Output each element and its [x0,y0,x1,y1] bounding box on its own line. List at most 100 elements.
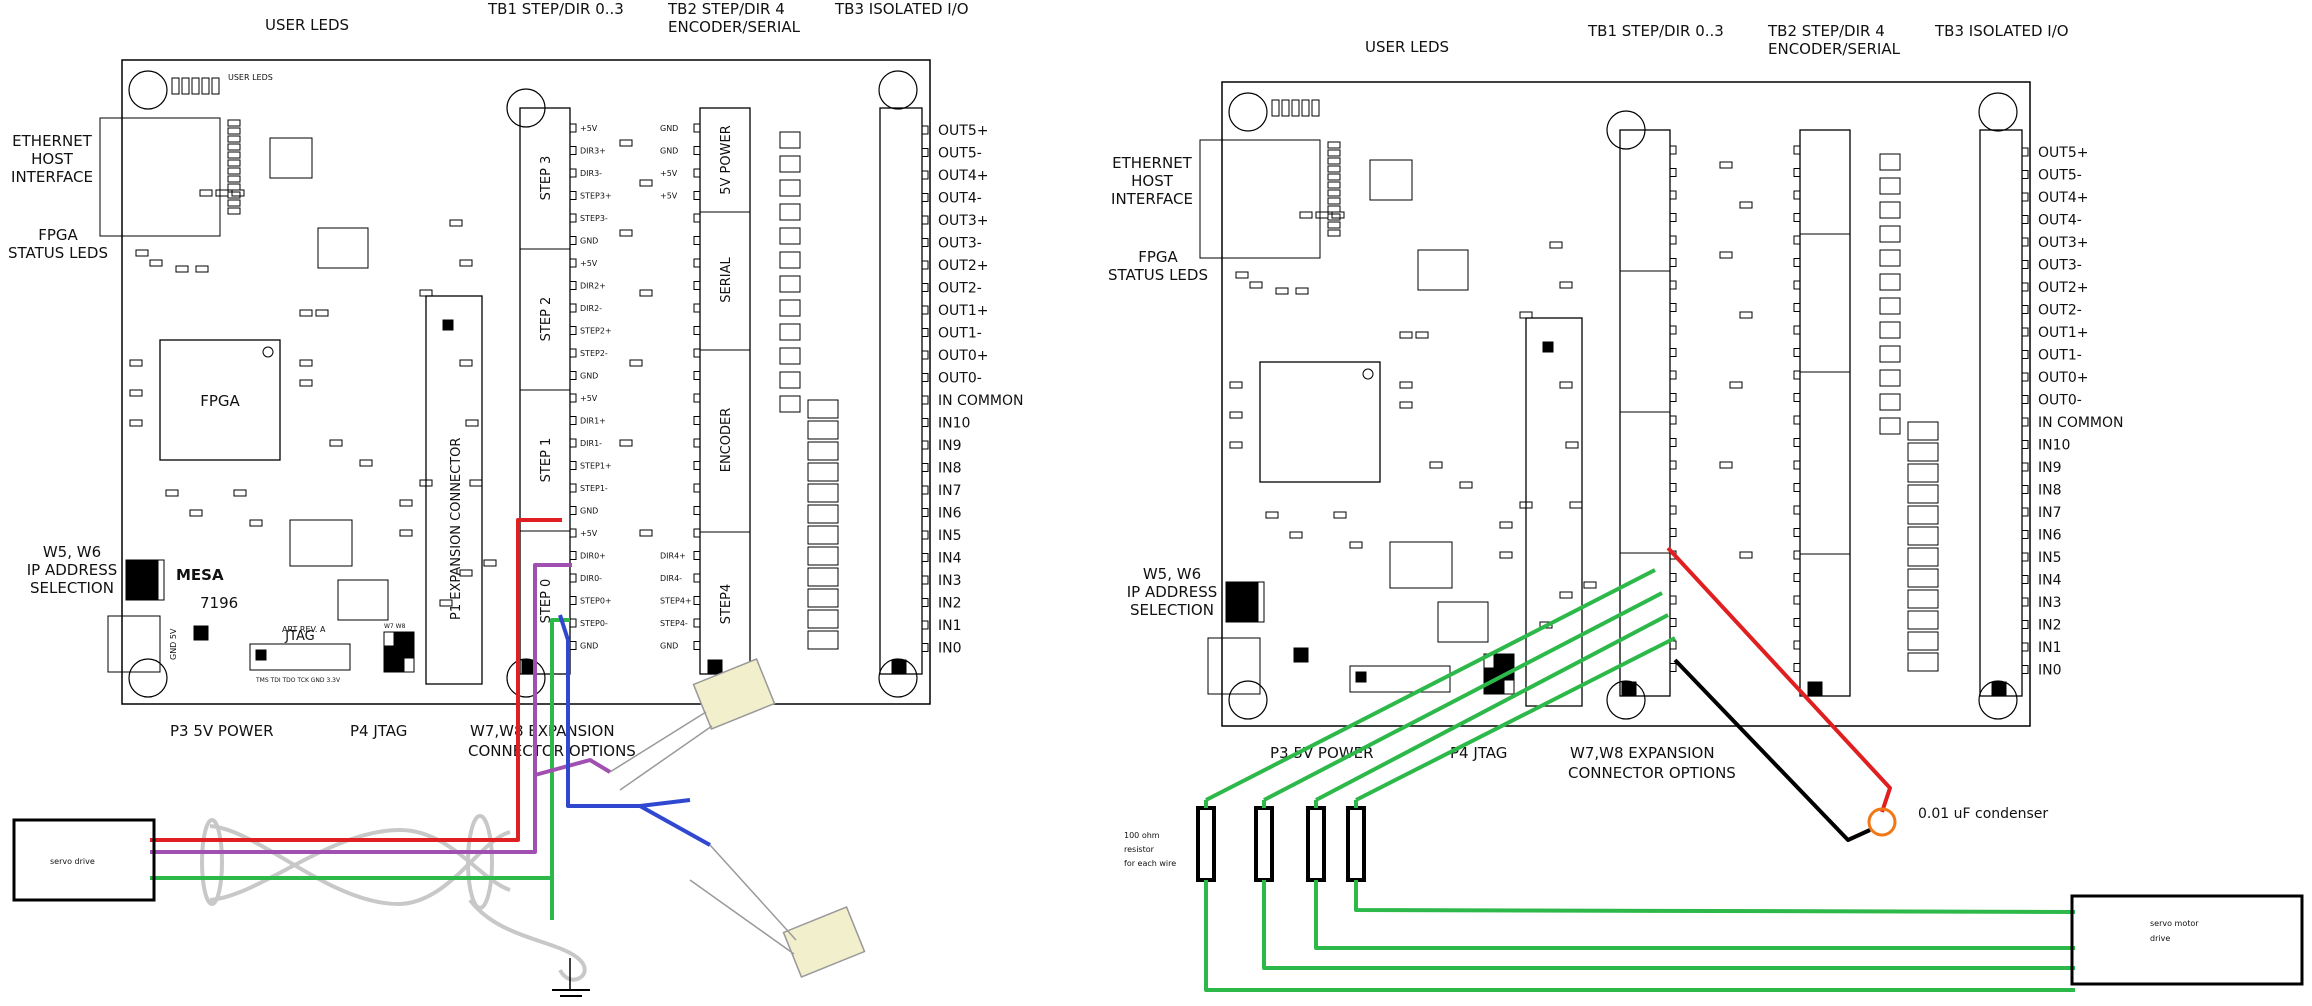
right-label-w5w6: W5, W6 [1143,565,1201,583]
right-component [1583,581,1597,589]
left-user-led [181,77,190,95]
right-component [1719,461,1733,469]
right-tb1-pin [1669,168,1677,177]
right-tb3-pin [2021,417,2029,427]
left-tb2-pin [693,551,701,560]
left-component [233,489,247,497]
right-tb3-pin [2021,282,2029,292]
right-optocoupler [1907,526,1939,546]
left-component [129,359,143,367]
left-tb2-pin [693,596,701,605]
right-tb3-pin [2021,372,2029,382]
left-io-pin-12: IN COMMON [938,393,1024,409]
right-user-led [1301,99,1310,117]
left-tb1-pin [569,461,577,470]
left-tb3-pin [921,328,929,337]
right-tb2-pin [1793,190,1801,200]
capacitor-lead [689,879,795,955]
right-component [1729,381,1743,389]
left-tb2-pin-label: STEP4+ [660,597,692,606]
right-tb3-pin [2021,507,2029,517]
capacitor-lead [619,725,713,791]
right-tb1-pin [1669,235,1677,245]
left-component [199,189,213,197]
right-chip [1417,249,1469,291]
right-p3-pin [1293,647,1309,663]
left-tb3-pin [921,530,929,540]
right-tb3-pin [2021,597,2029,607]
left-led-pad [227,143,241,151]
left-led-pad [227,167,241,175]
cable-ring [466,814,494,910]
right-component [1739,201,1753,209]
left-wiring: servo drive [12,518,866,997]
right-chip [1369,159,1413,201]
right-io-pin-18: IN5 [2038,550,2062,566]
left-caption-w7w8: W7,W8 EXPANSION [470,722,615,740]
right-component [1229,411,1243,419]
right-tb2-pin [1793,280,1801,290]
left-caption-p4: P4 JTAG [350,722,407,740]
right-tb2-pin [1793,595,1801,605]
right-component [1739,311,1753,319]
right-tb3-pin [2021,327,2029,337]
left-tb1-pin-label: +5V [580,124,598,133]
left-optocoupler [807,420,839,440]
left-caption-p3: P3 5V POWER [170,722,274,740]
left-tb2-pin [693,168,701,178]
right-tb1-pin [1669,505,1677,515]
resistor-2 [1306,806,1326,882]
cable-ring [200,818,224,906]
right-servo-motor-label: servo motor [2150,919,2199,928]
left-tb3-terminal [879,107,923,675]
right-tb3-pin [2021,575,2029,584]
left-tb1-pin [569,123,577,133]
right-io-pin-9: OUT1- [2038,348,2082,364]
left-output-driver [779,155,801,173]
right-output-driver [1879,273,1901,291]
left-tb2-block-label: SERIAL [719,257,734,303]
left-io-pin-9: OUT1- [938,326,982,342]
right-board-outline [1221,81,2031,727]
left-tb1-pin-label: DIR0+ [580,552,606,561]
right-label-status-leds: STATUS LEDS [1108,266,1208,284]
left-p1-pin1 [442,319,454,331]
left-output-driver [779,371,801,389]
left-component [439,599,453,607]
right-tb1-pin [1669,280,1677,290]
right-led-pad [1327,181,1341,189]
left-tb2-pin-label: +5V [660,169,678,178]
left-component [329,439,343,447]
left-tb1-pin-label: DIR3- [580,169,602,178]
left-p1-label: P1 EXPANSION CONNECTOR [449,438,464,620]
condenser-label: 0.01 uF condenser [1918,806,2048,822]
left-tb3-pin1 [891,659,907,675]
right-output-driver [1879,321,1901,339]
right-component [1559,281,1573,289]
left-tb1-pin-label: GND [580,372,598,381]
left-tb1-pin-label: +5V [580,259,598,268]
right-component [1229,441,1243,449]
left-component [299,379,313,387]
right-tb2-pin [1793,640,1801,650]
left-tb1-pin [569,483,577,493]
left-tb1-pin [569,146,577,155]
right-tb2-pin [1793,348,1801,357]
left-tb3-pin [921,238,929,247]
left-tb2-pin [693,258,701,268]
left-component [619,139,633,147]
left-tb1-pin [569,641,577,650]
resistor-0 [1196,806,1216,882]
left-tb1-pin-label: GND [580,642,598,651]
left-tb1-pin-label: STEP3+ [580,192,612,201]
right-black-wire [1673,658,1871,842]
right-green-wire-upper [1315,613,1669,802]
right-tb3-pin [2021,305,2029,314]
right-header-tb2-sub: ENCODER/SERIAL [1768,40,1901,58]
left-tb2-pin-label: +5V [660,192,678,201]
right-tb3-pin [2021,192,2029,202]
left-jumper-pad [157,559,165,601]
left-user-leds-small: USER LEDS [228,73,273,82]
